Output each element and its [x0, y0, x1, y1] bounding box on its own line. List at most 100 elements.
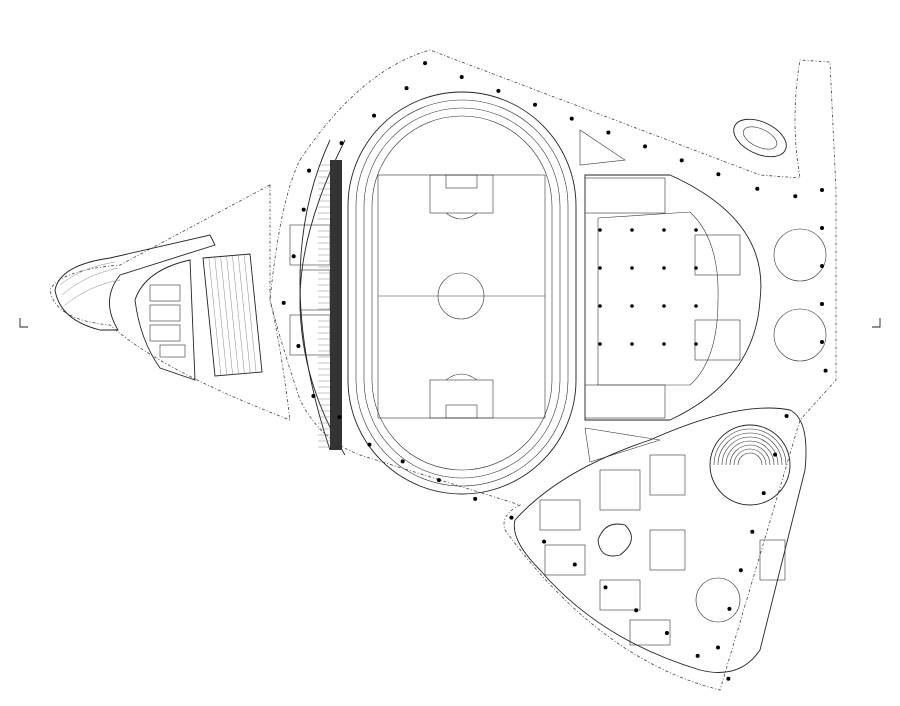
- southeast-building: [513, 407, 807, 673]
- column: [643, 144, 648, 149]
- column: [372, 113, 377, 118]
- column: [598, 342, 602, 346]
- column: [569, 116, 574, 121]
- column: [423, 61, 428, 66]
- courtyard-ring: [597, 523, 632, 557]
- west-wing-boundary: [49, 184, 291, 421]
- column: [339, 141, 344, 146]
- south-planter: [584, 427, 661, 463]
- column: [679, 158, 684, 163]
- canopy-lines: [59, 261, 121, 306]
- column: [436, 478, 441, 483]
- site-boundary: [269, 49, 837, 691]
- column: [337, 415, 342, 420]
- column: [820, 188, 824, 192]
- column: [603, 585, 608, 590]
- column: [367, 442, 372, 447]
- east-hall-rooms: [584, 177, 741, 419]
- courtyard-circle: [695, 577, 741, 623]
- column: [694, 266, 698, 270]
- southeast-rooms: [539, 454, 786, 646]
- column: [291, 254, 296, 259]
- crop-mark-left: [19, 318, 28, 328]
- column: [404, 86, 409, 91]
- column: [727, 606, 732, 611]
- west-stand-rooms: [289, 224, 331, 356]
- column: [694, 228, 698, 232]
- seat-row: [725, 440, 775, 466]
- column: [823, 368, 828, 373]
- plaza-circle-north: [773, 228, 827, 282]
- column: [761, 491, 766, 496]
- column: [473, 496, 478, 501]
- east-hall-court: [597, 211, 719, 386]
- seat-row: [717, 432, 783, 466]
- column: [509, 515, 514, 520]
- column: [755, 186, 760, 191]
- column: [784, 414, 789, 419]
- running-track: [347, 91, 577, 495]
- grandstand-rows: [318, 164, 330, 448]
- column: [662, 304, 666, 308]
- pool-lane: [208, 257, 222, 376]
- seat-row: [733, 448, 767, 466]
- auditorium: [709, 424, 791, 506]
- column: [820, 226, 824, 230]
- column: [459, 74, 464, 79]
- column: [630, 266, 634, 270]
- column: [630, 304, 634, 308]
- column: [773, 452, 778, 457]
- column: [716, 645, 721, 650]
- entrance-canopy: [54, 234, 216, 331]
- column: [496, 88, 501, 93]
- column: [716, 172, 721, 177]
- west-stand-outer: [299, 139, 331, 451]
- column: [820, 264, 824, 268]
- column: [662, 342, 666, 346]
- structural-columns: [281, 61, 828, 681]
- crop-mark-right: [872, 318, 881, 328]
- column: [694, 342, 698, 346]
- column: [726, 676, 731, 681]
- pool-lane: [232, 255, 245, 374]
- pool-lane: [214, 256, 227, 376]
- column: [296, 343, 301, 348]
- column: [694, 304, 698, 308]
- column: [634, 608, 639, 613]
- pool-lane: [226, 255, 239, 375]
- column: [307, 168, 312, 173]
- column: [400, 459, 405, 464]
- plaza-circle-south: [773, 308, 827, 362]
- seat-row: [737, 452, 763, 466]
- column: [630, 228, 634, 232]
- pool-lane: [238, 254, 251, 374]
- column: [542, 539, 547, 544]
- column: [281, 300, 286, 305]
- seat-row: [729, 444, 771, 466]
- column: [598, 266, 602, 270]
- west-building: [134, 259, 196, 381]
- pool-lane: [220, 256, 233, 375]
- column: [662, 228, 666, 232]
- column: [664, 631, 669, 636]
- soccer-field: [377, 174, 546, 419]
- pool-lane: [243, 254, 257, 373]
- north-planter: [579, 129, 626, 166]
- column: [572, 562, 577, 567]
- column: [311, 393, 316, 398]
- column: [533, 102, 538, 107]
- west-building-rooms: [149, 284, 186, 358]
- column: [793, 194, 798, 199]
- mini-field: [742, 126, 778, 150]
- seat-row: [713, 428, 787, 466]
- column: [630, 342, 634, 346]
- column: [820, 302, 824, 306]
- column: [820, 340, 824, 344]
- grandstand-seating: [330, 160, 342, 450]
- column: [606, 130, 611, 135]
- column: [750, 529, 755, 534]
- column: [695, 653, 700, 658]
- east-hall: [584, 174, 762, 421]
- column: [738, 568, 743, 573]
- column: [662, 266, 666, 270]
